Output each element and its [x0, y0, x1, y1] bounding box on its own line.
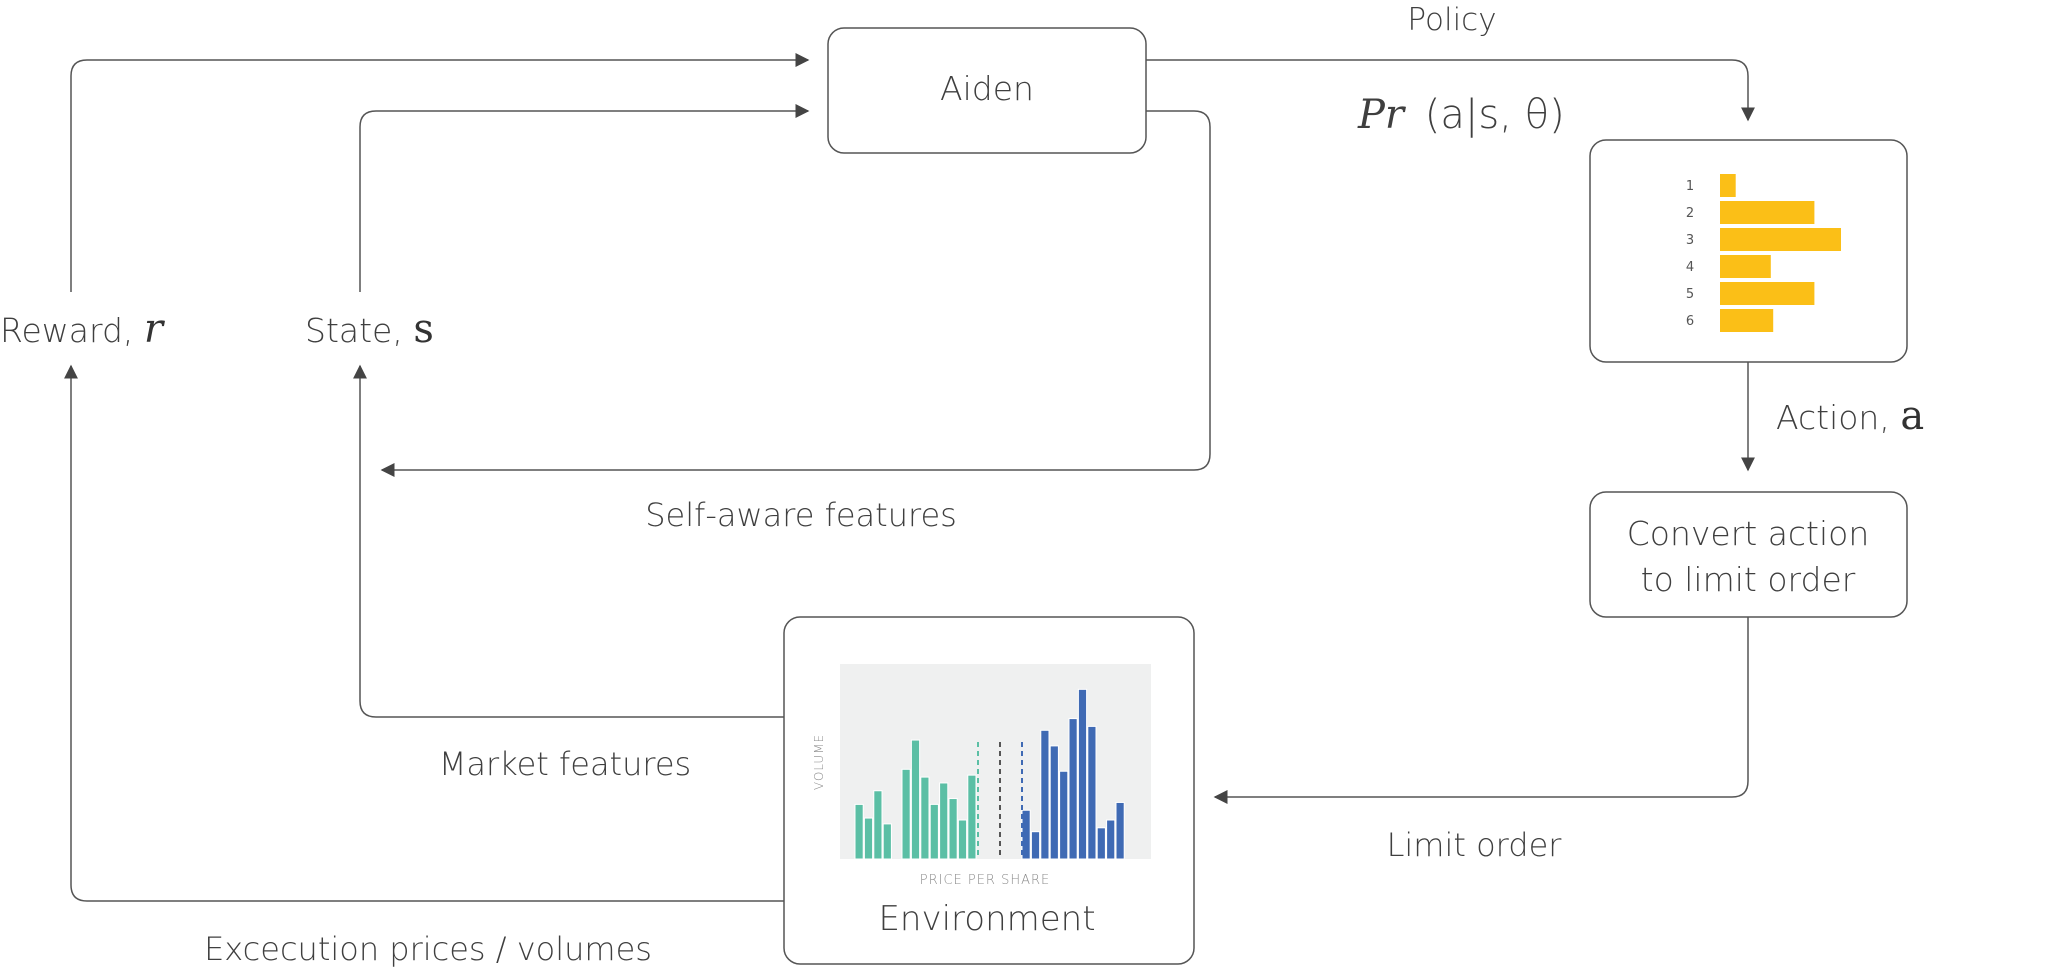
limit-order-edge: [1213, 617, 1749, 804]
converter-node: [1589, 491, 1908, 618]
policy-bar: [1720, 309, 1774, 332]
reward-label: Reward, r: [0, 306, 166, 352]
converter-label-line2: to limit order: [1641, 560, 1856, 599]
converter-label-line1: Convert action: [1627, 514, 1870, 553]
market-features-label: Market features: [439, 745, 691, 783]
bid-volume-bar: [901, 768, 911, 860]
ask-volume-bar: [1106, 819, 1116, 860]
policy-distribution-chart: 1 2 3 4 5 6: [1686, 174, 1841, 332]
ask-volume-bar: [1049, 745, 1059, 860]
execution-edge: [64, 364, 784, 902]
ask-volume-bar: [1115, 801, 1125, 860]
bid-volume-bar: [863, 817, 874, 860]
ask-volume-bar: [1030, 831, 1041, 860]
environment-label: Environment: [878, 899, 1095, 939]
limit-order-label: Limit order: [1387, 826, 1563, 864]
ask-volume-bar: [1096, 827, 1106, 860]
agent-label: Aiden: [940, 69, 1034, 108]
bid-volume-bar: [920, 776, 930, 860]
bid-volume-bar: [948, 798, 958, 860]
ask-volume-bar: [1068, 718, 1078, 860]
ask-volume-bar: [1021, 809, 1031, 860]
ask-volume-bar: [1040, 729, 1050, 860]
reward-label-text: Reward,: [0, 311, 144, 350]
state-symbol: s: [413, 306, 434, 352]
bid-volume-bar: [957, 819, 968, 860]
order-book-chart: [854, 688, 1125, 860]
ask-volume-bar: [1059, 770, 1069, 860]
bid-volume-bar: [967, 774, 977, 860]
bid-volume-bar: [929, 803, 939, 860]
policy-action-label: 4: [1686, 260, 1694, 275]
execution-label: Excecution prices / volumes: [204, 930, 652, 967]
policy-action-label: 6: [1686, 314, 1694, 329]
action-label-text: Action,: [1776, 398, 1900, 437]
bid-volume-bar: [939, 782, 949, 860]
self-aware-features-edge: [380, 110, 1211, 477]
order-book-xlabel: PRICE PER SHARE: [920, 873, 1051, 888]
self-aware-features-label: Self-aware features: [645, 496, 957, 534]
policy-bar: [1720, 174, 1736, 197]
ask-volume-bar: [1087, 725, 1097, 860]
policy-bar: [1720, 228, 1841, 251]
policy-bar: [1720, 282, 1815, 305]
policy-action-label: 5: [1686, 287, 1694, 302]
policy-action-label: 1: [1686, 179, 1694, 194]
market-features-edge: [353, 364, 784, 718]
action-symbol: a: [1900, 393, 1924, 439]
bid-volume-bar: [882, 823, 892, 860]
action-label: Action, a: [1776, 393, 1924, 439]
bid-volume-bar: [854, 803, 864, 860]
policy-formula-args: (a|s, θ): [1425, 92, 1565, 138]
ask-volume-bar: [1077, 688, 1088, 860]
reward-edge: [70, 53, 810, 292]
policy-action-label: 3: [1686, 233, 1694, 248]
policy-bar: [1720, 255, 1771, 278]
policy-formula-pr: Pr: [1357, 92, 1407, 138]
state-label-text: State,: [305, 311, 413, 350]
policy-formula: Pr (a|s, θ): [1357, 92, 1565, 138]
policy-edge: [1146, 59, 1755, 122]
policy-bar: [1720, 201, 1815, 224]
agent-node: [827, 27, 1147, 154]
bid-volume-bar: [873, 790, 883, 860]
policy-action-label: 2: [1686, 206, 1694, 221]
reward-symbol: r: [144, 306, 166, 352]
bid-volume-bar: [910, 739, 921, 860]
order-book-ylabel: VOLUME: [812, 734, 826, 790]
state-label: State, s: [305, 306, 434, 352]
policy-label: Policy: [1407, 2, 1496, 38]
state-edge: [359, 104, 810, 292]
